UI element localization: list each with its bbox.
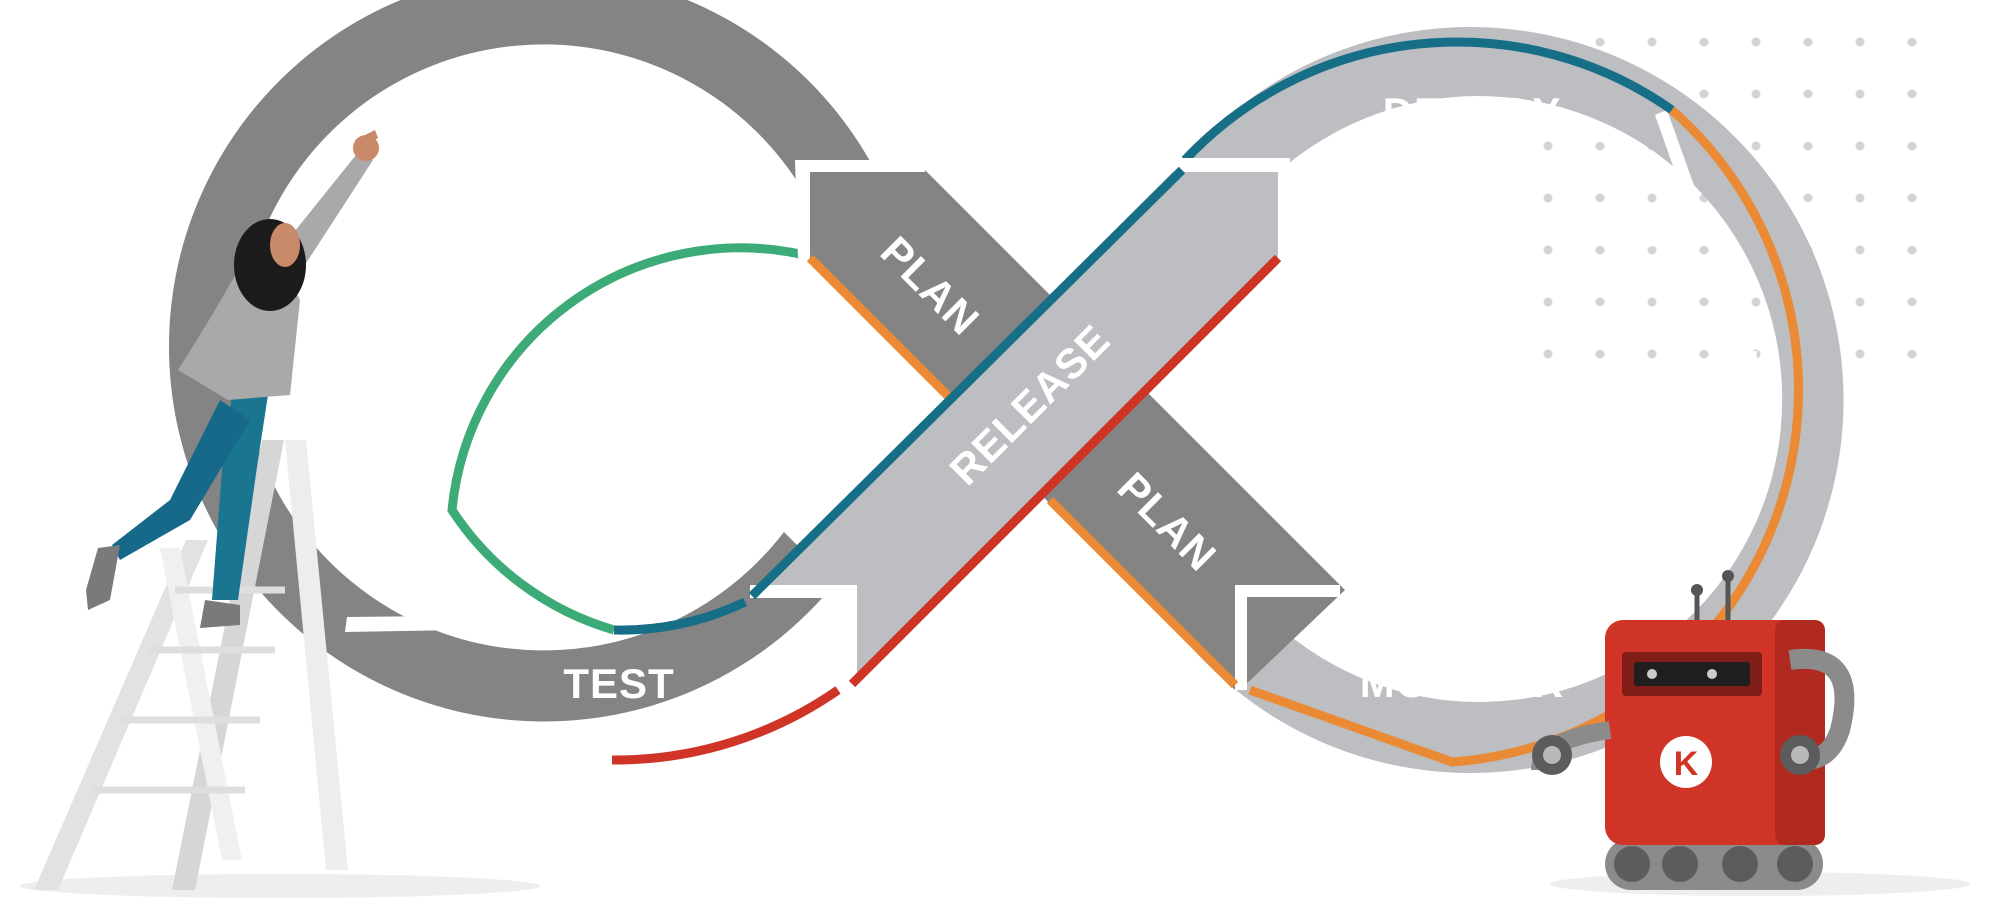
decoration-dot xyxy=(1543,349,1553,359)
plan-accent-top xyxy=(806,254,954,402)
decoration-dot xyxy=(1855,141,1865,151)
decoration-dot xyxy=(1907,89,1917,99)
release-band-notch-top xyxy=(1170,158,1290,258)
decoration-dot xyxy=(1803,37,1813,47)
decoration-dot xyxy=(1595,349,1605,359)
decoration-dot xyxy=(1803,89,1813,99)
decoration-dot xyxy=(1803,193,1813,203)
decoration-dot xyxy=(1855,37,1865,47)
accent-teal-left xyxy=(613,597,747,635)
decoration-dot xyxy=(1647,349,1657,359)
divider-build-test xyxy=(345,510,460,632)
label-test: TEST xyxy=(563,660,674,707)
decoration-dot xyxy=(1647,245,1657,255)
label-build: BUILD xyxy=(322,336,369,469)
decoration-dot xyxy=(1855,297,1865,307)
decoration-dot xyxy=(1595,193,1605,203)
decoration-dot xyxy=(1647,297,1657,307)
label-code: CODE xyxy=(565,89,690,136)
decoration-dot xyxy=(1751,297,1761,307)
ladder-shadow xyxy=(20,874,540,898)
decoration-dot xyxy=(1699,37,1709,47)
decoration-dot xyxy=(1855,349,1865,359)
decoration-dot xyxy=(1907,141,1917,151)
decoration-dot xyxy=(1543,297,1553,307)
decoration-dot xyxy=(1751,37,1761,47)
decoration-dot xyxy=(1751,349,1761,359)
robot-illustration: K xyxy=(1531,570,1855,890)
decoration-dot xyxy=(1595,141,1605,151)
decoration-dot xyxy=(1803,141,1813,151)
decoration-dot xyxy=(1907,245,1917,255)
accent-green-left xyxy=(447,243,801,635)
decoration-dot xyxy=(1751,89,1761,99)
label-deploy: DEPLOY xyxy=(1383,89,1562,136)
decoration-dot xyxy=(1907,349,1917,359)
accent-teal-right xyxy=(1181,37,1675,164)
decoration-dot xyxy=(1543,141,1553,151)
divider-code-build xyxy=(372,96,468,258)
decoration-dot xyxy=(1595,245,1605,255)
person-on-ladder-illustration xyxy=(86,130,379,628)
decoration-dot xyxy=(1543,193,1553,203)
decoration-dot xyxy=(1751,141,1761,151)
release-accent-red xyxy=(848,254,1282,688)
release-band-notch-bottom xyxy=(750,585,857,695)
decoration-dot xyxy=(1699,349,1709,359)
plan-band-bottom-notch xyxy=(1235,585,1340,690)
decoration-dot xyxy=(1855,245,1865,255)
release-accent-teal xyxy=(748,166,1186,600)
decoration-dot xyxy=(1543,245,1553,255)
label-operate: OPERATE xyxy=(1719,315,1766,522)
decoration-dot xyxy=(1647,193,1657,203)
ladder-illustration xyxy=(34,440,348,890)
decoration-dot xyxy=(1647,37,1657,47)
decoration-dot xyxy=(1907,193,1917,203)
decoration-dot xyxy=(1907,37,1917,47)
robot-badge-letter: K xyxy=(1674,745,1699,783)
decoration-dot xyxy=(1699,297,1709,307)
decoration-dot xyxy=(1855,89,1865,99)
decoration-dot xyxy=(1595,37,1605,47)
decoration-dot xyxy=(1907,297,1917,307)
decoration-dot xyxy=(1699,245,1709,255)
plan-accent-bottom xyxy=(1046,496,1239,689)
label-monitor: MONITOR xyxy=(1360,659,1565,706)
decoration-dot xyxy=(1699,89,1709,99)
divider-deploy-operate xyxy=(1628,110,1710,252)
plan-band-top-notch xyxy=(795,160,925,258)
decoration-dot xyxy=(1595,297,1605,307)
release-band xyxy=(752,165,1280,692)
decoration-dot xyxy=(1855,193,1865,203)
accent-red-left xyxy=(611,686,841,765)
